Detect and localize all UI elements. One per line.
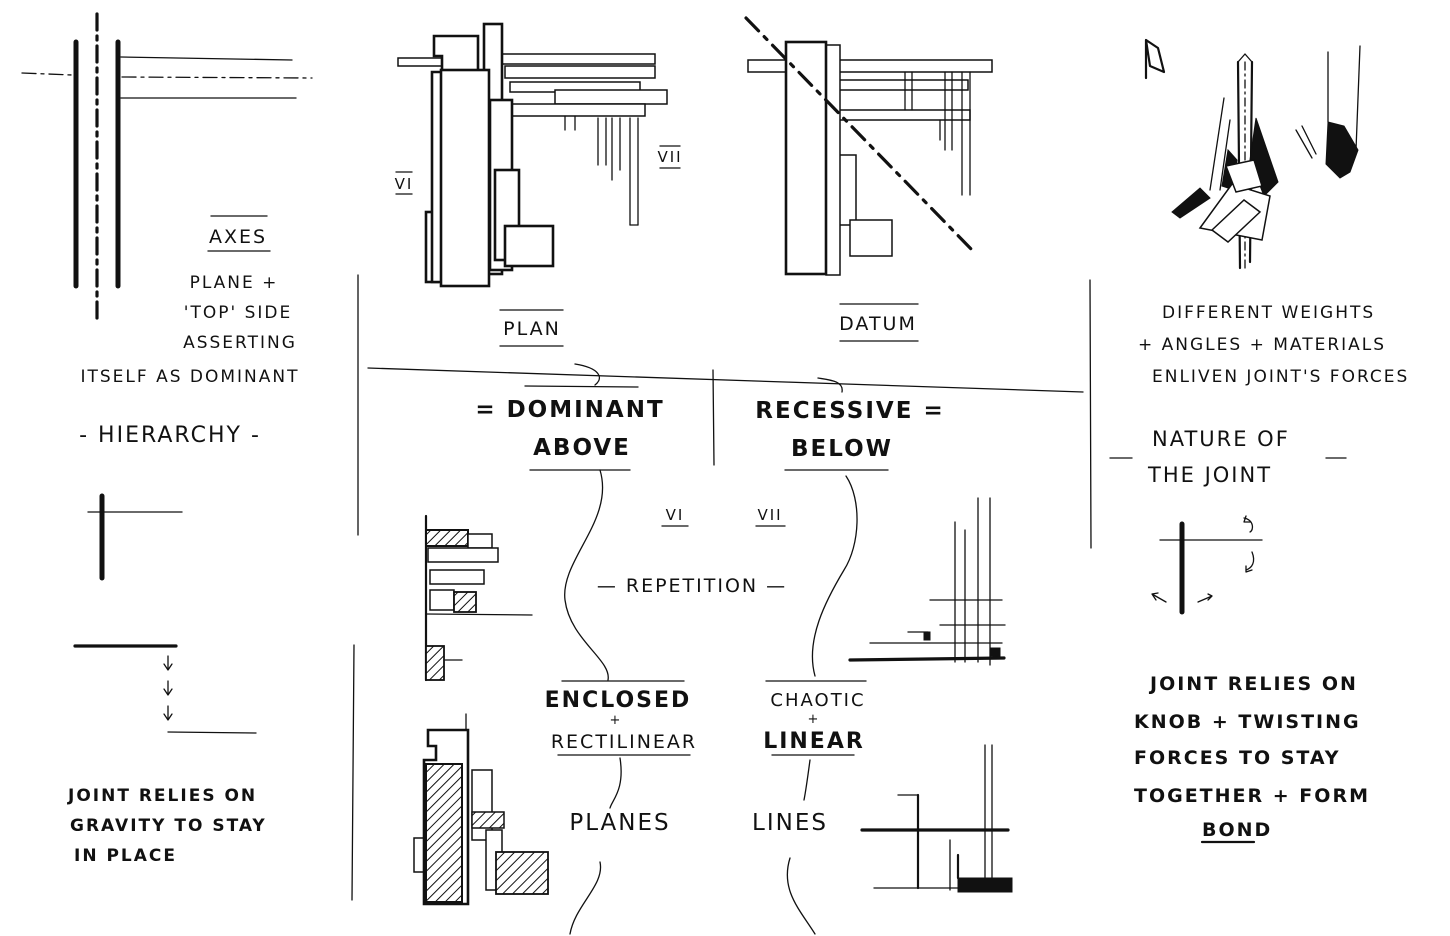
small-lines-sketch xyxy=(848,497,1006,666)
weights-caption: DIFFERENT WEIGHTS + ANGLES + MATERIALS E… xyxy=(1138,303,1409,387)
hierarchy-label: - HIERARCHY - xyxy=(79,423,261,448)
axes-caption: AXES PLANE + 'TOP' SIDE ASSERTING ITSELF… xyxy=(80,215,299,387)
chaotic-label: CHAOTIC xyxy=(770,690,865,711)
small-plan-sketch xyxy=(424,514,533,682)
gravity-line-2: GRAVITY TO STAY xyxy=(70,816,267,836)
lines-label: LINES xyxy=(752,810,828,836)
axes-line-1: PLANE + xyxy=(190,273,279,293)
mid-roman-seven: VII xyxy=(757,506,782,524)
axes-line-2: 'TOP' SIDE xyxy=(184,303,292,323)
plus-right: + xyxy=(808,712,821,727)
axes-line-4: ITSELF AS DOMINANT xyxy=(80,367,299,387)
knob-line-2: KNOB + TWISTING xyxy=(1134,711,1361,733)
enclosed-caption: ENCLOSED + RECTILINEAR xyxy=(545,680,697,756)
gravity-line-1: JOINT RELIES ON xyxy=(67,786,257,806)
nature-caption: NATURE OF THE JOINT xyxy=(1109,427,1347,487)
mid-roman-six: VI xyxy=(666,506,685,524)
planes-label: PLANES xyxy=(569,810,670,836)
rectilinear-label: RECTILINEAR xyxy=(551,731,697,753)
weights-line-3: ENLIVEN JOINT'S FORCES xyxy=(1152,367,1409,387)
gravity-sketch xyxy=(73,644,257,734)
twist-joint-sketch xyxy=(1151,515,1263,615)
dominant-line-2: ABOVE xyxy=(533,435,631,461)
axes-sketch xyxy=(21,12,313,322)
nature-line-2: THE JOINT xyxy=(1147,463,1272,487)
flow-lines xyxy=(564,469,858,935)
gravity-caption: JOINT RELIES ON GRAVITY TO STAY IN PLACE xyxy=(67,786,267,866)
dominant-line-1: = DOMINANT xyxy=(475,397,664,423)
chaotic-caption: CHAOTIC + LINEAR xyxy=(763,680,867,756)
datum-label: DATUM xyxy=(839,313,917,335)
joint-sketch xyxy=(1144,38,1361,270)
datum-sketch xyxy=(744,16,993,276)
weights-line-1: DIFFERENT WEIGHTS xyxy=(1162,303,1375,323)
dominant-caption: = DOMINANT ABOVE xyxy=(475,385,664,471)
plan-sketch xyxy=(397,22,668,288)
weights-line-2: + ANGLES + MATERIALS xyxy=(1138,335,1386,355)
center-frame-lines xyxy=(351,274,1092,901)
roman-six-label: VI xyxy=(395,175,414,193)
plus-left: + xyxy=(610,713,623,728)
knob-line-4: TOGETHER + FORM xyxy=(1134,785,1370,807)
plan-label: PLAN xyxy=(503,318,561,340)
hierarchy-t-sketch xyxy=(87,493,183,581)
hatched-plan-sketch xyxy=(413,713,549,906)
knob-line-3: FORCES TO STAY xyxy=(1134,747,1341,769)
axes-line-3: ASSERTING xyxy=(183,333,297,353)
gravity-line-3: IN PLACE xyxy=(74,846,177,866)
repetition-label: — REPETITION — xyxy=(597,575,787,597)
roman-seven-label: VII xyxy=(657,148,682,166)
knob-caption: JOINT RELIES ON KNOB + TWISTING FORCES T… xyxy=(1134,673,1370,844)
recessive-caption: RECESSIVE = BELOW xyxy=(755,398,944,471)
lower-lines-sketch xyxy=(860,744,1013,893)
axes-heading: AXES xyxy=(209,226,267,248)
enclosed-label: ENCLOSED xyxy=(545,688,692,713)
recessive-line-1: RECESSIVE = xyxy=(755,398,944,424)
linear-label: LINEAR xyxy=(763,729,865,754)
bond-label: BOND xyxy=(1202,819,1272,841)
nature-line-1: NATURE OF xyxy=(1152,427,1290,451)
recessive-line-2: BELOW xyxy=(791,436,893,462)
knob-line-1: JOINT RELIES ON xyxy=(1148,673,1358,695)
